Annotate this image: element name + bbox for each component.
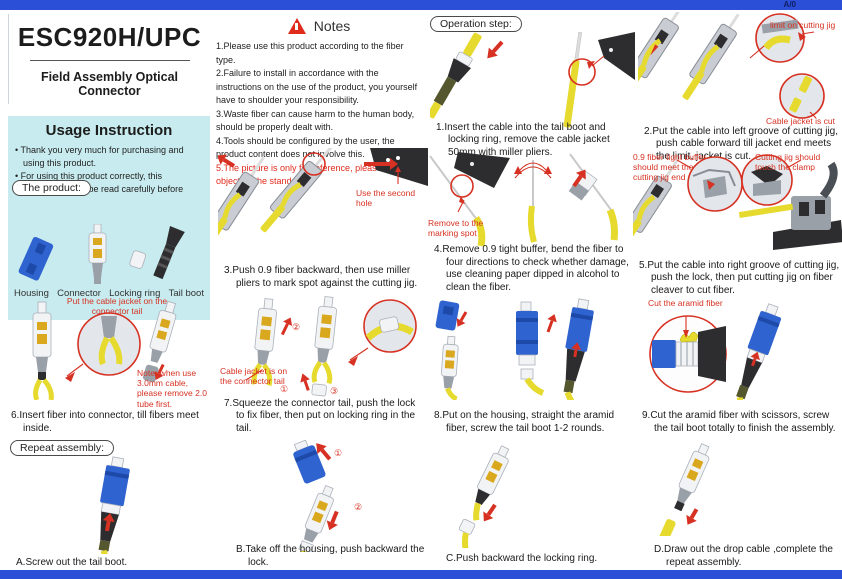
- step-caption: A.Screw out the tail boot.: [16, 556, 128, 568]
- bottom-blue-bar: [0, 570, 842, 579]
- product-parts-illustration: [18, 224, 185, 284]
- annotation: Put the cable jacket on the connector ta…: [66, 296, 168, 317]
- repeat-assembly-label: Repeat assembly:: [10, 440, 115, 456]
- title-rule: [29, 60, 190, 61]
- annotation: Cutting jig should touch the clamp: [755, 152, 821, 173]
- product-part-labels: Housing Connector Locking ring Tail boot: [12, 288, 206, 299]
- notes-title: Notes: [313, 18, 351, 34]
- marker: ②: [292, 322, 301, 332]
- annotation: Remove to the marking spot: [428, 218, 484, 239]
- step-caption: 3.Push 0.9 fiber backward, then use mill…: [224, 265, 418, 289]
- step-caption: 6.Insert fiber into connector, till fibe…: [11, 410, 199, 434]
- repeat-step-d: D.Draw out the drop cable ,complete the …: [648, 440, 842, 570]
- step-caption: 9.Cut the aramid fiber with scissors, sc…: [642, 410, 836, 434]
- top-blue-bar: A/0: [0, 0, 842, 10]
- step-caption: C.Push backward the locking ring.: [446, 552, 598, 564]
- note-item: 4.Tools should be configured by the user…: [216, 135, 395, 160]
- step-caption: 5.Put the cable into right groove of cut…: [639, 259, 840, 296]
- revision-code: A/0: [783, 0, 796, 9]
- operation-step-label: Operation step:: [430, 16, 522, 32]
- operation-step-5: 0.9 fiber tight buffer should meet the c…: [633, 150, 842, 298]
- step6-illustration: [32, 300, 177, 400]
- step-caption: D.Draw out the drop cable ,complete the …: [654, 544, 833, 568]
- marker: ②: [354, 502, 363, 512]
- step-caption: 1.Insert the cable into the tail boot an…: [436, 121, 610, 158]
- part-label-locking-ring: Locking ring: [109, 288, 161, 299]
- operation-step-7: ② ① ③ Cable jacket is on the connector t…: [218, 296, 428, 436]
- operation-step-8: 8.Put on the housing, straight the arami…: [428, 296, 638, 436]
- note-item: 1.Please use this product according to t…: [216, 41, 404, 65]
- product-panel: Housing Connector Locking ring Tail boot: [8, 190, 210, 320]
- operation-step-1: 1.Insert the cable into the tail boot an…: [430, 30, 635, 160]
- marker: ①: [334, 448, 343, 458]
- operation-step-9: Cut the aramid fiber 9.Cut the aramid fi…: [636, 296, 842, 436]
- title-block: ESC920H/UPC Field Assembly Optical Conne…: [8, 14, 210, 104]
- warning-icon: [287, 18, 306, 34]
- repeat-step-b: ① ② B.Take off the housing, push backwar…: [230, 440, 440, 570]
- marker: ①: [280, 384, 289, 394]
- repeat-step-a: A.Screw out the tail boot.: [10, 456, 230, 570]
- marker: ③: [330, 386, 339, 396]
- annotation: Cable jacket is on the connector tail: [220, 366, 288, 387]
- annotation: 0.9 fiber tight buffer should meet the c…: [633, 152, 707, 183]
- step3-illustration: [218, 148, 428, 245]
- step7-illustration: [245, 296, 417, 397]
- step-caption: B.Take off the housing, push backward th…: [236, 544, 425, 568]
- step-caption: 4.Remove 0.9 tight buffer, bend the fibe…: [434, 244, 629, 293]
- product-image-area: Housing Connector Locking ring Tail boot: [8, 198, 210, 320]
- step-caption: 8.Put on the housing, straight the arami…: [434, 410, 615, 434]
- part-label-housing: Housing: [14, 288, 49, 299]
- step9-illustration: [649, 303, 782, 400]
- step-caption: 2.Put the cable into left groove of cutt…: [644, 125, 839, 162]
- notes-header: Notes: [216, 18, 422, 34]
- part-label-connector: Connector: [57, 288, 101, 299]
- usage-bullet: • Thank you very much for purchasing and…: [15, 145, 184, 169]
- step4-illustration: [429, 152, 618, 247]
- operation-step-6: Put the cable jacket on the connector ta…: [5, 296, 215, 436]
- part-label-tail-boot: Tail boot: [168, 288, 204, 299]
- stepC-illustration: [458, 445, 510, 548]
- annotation: Note: when use 3.0mm cable, please remov…: [137, 368, 207, 409]
- product-model-title: ESC920H/UPC: [17, 22, 202, 52]
- step2-illustration: [638, 12, 825, 119]
- note-item: 2.Failure to install in accordance with …: [216, 68, 418, 105]
- usage-instruction-title: Usage Instruction: [45, 122, 173, 139]
- operation-step-3: Use the second hole 3.Push 0.9 fiber bac…: [218, 148, 428, 291]
- annotation: Cable jacket is cut: [766, 116, 835, 126]
- product-subtitle: Field Assembly Optical Connector: [40, 70, 179, 98]
- annotation: Use the second hole: [356, 188, 416, 209]
- operation-step-2: limit on cutting jig Cable jacket is cut…: [638, 12, 842, 164]
- step-caption: 7.Squeeze the connector tail, push the l…: [224, 397, 416, 434]
- stepA-illustration: [98, 456, 130, 554]
- step8-illustration: [435, 298, 594, 400]
- product-label: The product:: [12, 180, 91, 196]
- stepD-illustration: [654, 443, 710, 536]
- step5-illustration: [633, 154, 842, 250]
- annotation: limit on cutting jig: [770, 20, 836, 30]
- step1-illustration: [430, 31, 635, 128]
- operation-step-4: Remove to the marking spot 4.Remove 0.9 …: [428, 152, 633, 295]
- annotation: Cut the aramid fiber: [648, 298, 723, 308]
- stepB-illustration: [293, 440, 339, 552]
- repeat-step-c: C.Push backward the locking ring.: [440, 440, 645, 566]
- note-item: 3.Waste fiber can cause harm to the huma…: [216, 108, 415, 133]
